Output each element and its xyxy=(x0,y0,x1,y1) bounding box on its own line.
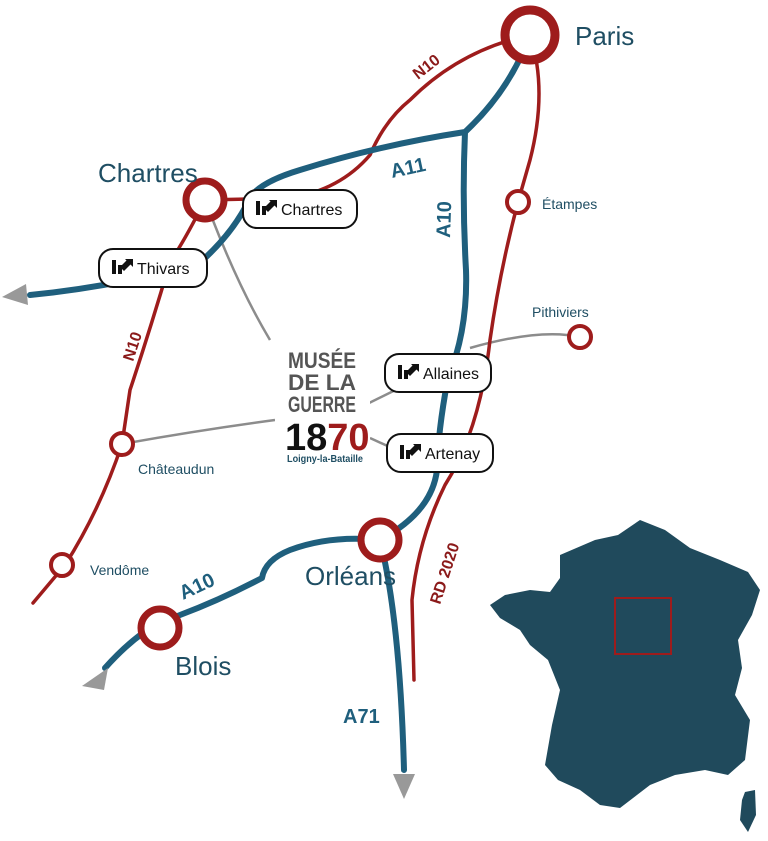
exit-badge-artenay: Artenay xyxy=(386,433,494,473)
museum-year: 1870 xyxy=(285,417,370,459)
orleans-label: Orléans xyxy=(305,561,396,591)
museum-line-1: MUSÉE xyxy=(288,348,356,373)
museum-place: Loigny-la-Bataille xyxy=(287,454,363,465)
rd2020-label: RD 2020 xyxy=(428,541,464,606)
paris-marker xyxy=(500,5,560,65)
exit-label-allaines: Allaines xyxy=(423,366,479,383)
n10-label-top: N10 xyxy=(410,52,444,84)
france-map xyxy=(490,520,760,832)
region-highlight-box xyxy=(614,597,672,655)
exit-label-chartres: Chartres xyxy=(281,202,342,219)
a71-label: A71 xyxy=(343,706,380,728)
blois-marker xyxy=(137,605,183,651)
museum-line-2: DE LA xyxy=(288,370,356,395)
chateaudun-label: Châteaudun xyxy=(138,461,214,477)
pithiviers-marker xyxy=(567,324,593,350)
vendome-label: Vendôme xyxy=(90,562,149,578)
etampes-marker xyxy=(505,189,531,215)
exit-label-artenay: Artenay xyxy=(425,446,480,463)
exit-badge-thivars: Thivars xyxy=(98,248,208,288)
france-outline xyxy=(490,520,760,808)
west-arrow-icon xyxy=(2,284,28,305)
museum-year-part-1: 18 xyxy=(285,417,327,459)
blois-label: Blois xyxy=(175,651,231,681)
museum-year-part-2: 70 xyxy=(327,417,369,459)
chartres-marker xyxy=(182,177,228,223)
n10-road xyxy=(31,33,532,605)
exit-label-thivars: Thivars xyxy=(137,261,189,278)
chateaudun-marker xyxy=(109,431,135,457)
southwest-arrow-icon xyxy=(82,668,108,690)
exit-badge-allaines: Allaines xyxy=(384,353,492,393)
rd2020-road xyxy=(410,33,541,682)
a11-label: A11 xyxy=(388,154,427,183)
pithiviers-label: Pithiviers xyxy=(532,304,589,320)
south-arrow-icon xyxy=(393,774,415,799)
chartres-label: Chartres xyxy=(98,158,198,188)
orleans-marker xyxy=(357,517,403,563)
corsica-island xyxy=(740,790,756,832)
exit-badge-chartres: Chartres xyxy=(242,189,358,229)
city-markers xyxy=(49,5,593,651)
museum-line-3: GUERRE xyxy=(288,392,356,417)
vendome-marker xyxy=(49,552,75,578)
paris-label: Paris xyxy=(575,21,634,51)
museum-logo: MUSÉE DE LA GUERRE 1870 Loigny-la-Batail… xyxy=(275,340,370,470)
a10-label-right: A10 xyxy=(433,201,456,238)
etampes-label: Étampes xyxy=(542,196,597,212)
